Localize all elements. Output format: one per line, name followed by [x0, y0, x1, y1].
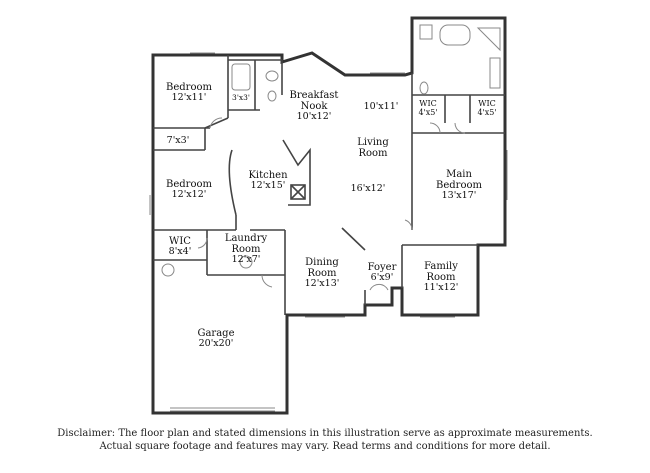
room-small-bath: 3'x3' [229, 93, 253, 102]
room-name: Laundry [224, 233, 268, 244]
room-name: Breakfast [289, 90, 339, 101]
room-name: Dining [305, 257, 339, 268]
room-nook-dimensions: 10'x11' [358, 101, 404, 112]
room-dimensions: 16'x12' [350, 183, 386, 194]
room-name-line-2: Bedroom [436, 180, 482, 191]
room-name: Foyer [367, 262, 397, 273]
room-breakfast-nook: Breakfast Nook 10'x12' [283, 90, 345, 122]
room-kitchen: Kitchen 12'x15' [240, 170, 296, 191]
room-dimensions: 12'x15' [250, 180, 286, 191]
room-dimensions: 12'x11' [171, 92, 207, 103]
room-name-line-2: Room [426, 272, 456, 283]
room-living-dimensions: 16'x12' [345, 183, 391, 194]
room-name-line-2: Room [358, 148, 388, 159]
exterior-walls [151, 16, 507, 415]
room-dimensions: 10'x12' [296, 111, 332, 122]
room-dimensions: 7'x3' [166, 135, 190, 146]
room-wic-c: WIC 8'x4' [160, 236, 200, 257]
room-dimensions: 12'x12' [171, 189, 207, 200]
room-bedroom-1: Bedroom 12'x11' [160, 82, 218, 103]
room-dimensions: 6'x9' [370, 272, 394, 283]
room-wic-b: WIC 4'x5' [473, 99, 501, 118]
room-laundry: Laundry Room 12'x7' [215, 233, 277, 265]
room-dimensions: 8'x4' [168, 246, 192, 257]
room-foyer: Foyer 6'x9' [360, 262, 404, 283]
room-dimensions: 4'x5' [477, 107, 497, 117]
room-dimensions: 20'x20' [198, 338, 234, 349]
room-dimensions: 12'x7' [231, 254, 261, 265]
room-bedroom-2: Bedroom 12'x12' [160, 179, 218, 200]
room-wic-a: WIC 4'x5' [414, 99, 442, 118]
room-closet: 7'x3' [158, 135, 198, 146]
disclaimer-line-2: Actual square footage and features may v… [99, 441, 551, 452]
room-name-line-2: Nook [300, 101, 328, 112]
room-name-line-2: Room [231, 244, 261, 255]
room-name: Main [446, 169, 472, 180]
room-name-line-2: Room [307, 268, 337, 279]
room-dimensions: 11'x12' [423, 282, 459, 293]
room-dimensions: 3'x3' [232, 93, 250, 102]
room-name: Kitchen [248, 170, 288, 181]
room-name: WIC [478, 99, 496, 108]
room-name: WIC [419, 99, 437, 108]
room-dining: Dining Room 12'x13' [294, 257, 350, 289]
room-name: Family [424, 261, 458, 272]
room-family: Family Room 11'x12' [410, 261, 472, 293]
room-dimensions: 13'x17' [441, 190, 477, 201]
room-dimensions: 10'x11' [363, 101, 399, 112]
room-dimensions: 4'x5' [418, 107, 438, 117]
fixtures [149, 24, 508, 412]
room-name: Garage [197, 328, 235, 339]
disclaimer-line-1: Disclaimer: The floor plan and stated di… [57, 428, 593, 439]
room-name: Living [357, 137, 389, 148]
room-name: Bedroom [166, 179, 212, 190]
disclaimer: Disclaimer: The floor plan and stated di… [0, 427, 650, 453]
interior-walls [153, 55, 505, 315]
room-garage: Garage 20'x20' [185, 328, 247, 349]
room-name: WIC [169, 236, 191, 247]
room-living: Living Room [345, 137, 401, 159]
room-main-bedroom: Main Bedroom 13'x17' [425, 169, 493, 201]
room-dimensions: 12'x13' [304, 278, 340, 289]
room-name: Bedroom [166, 82, 212, 93]
